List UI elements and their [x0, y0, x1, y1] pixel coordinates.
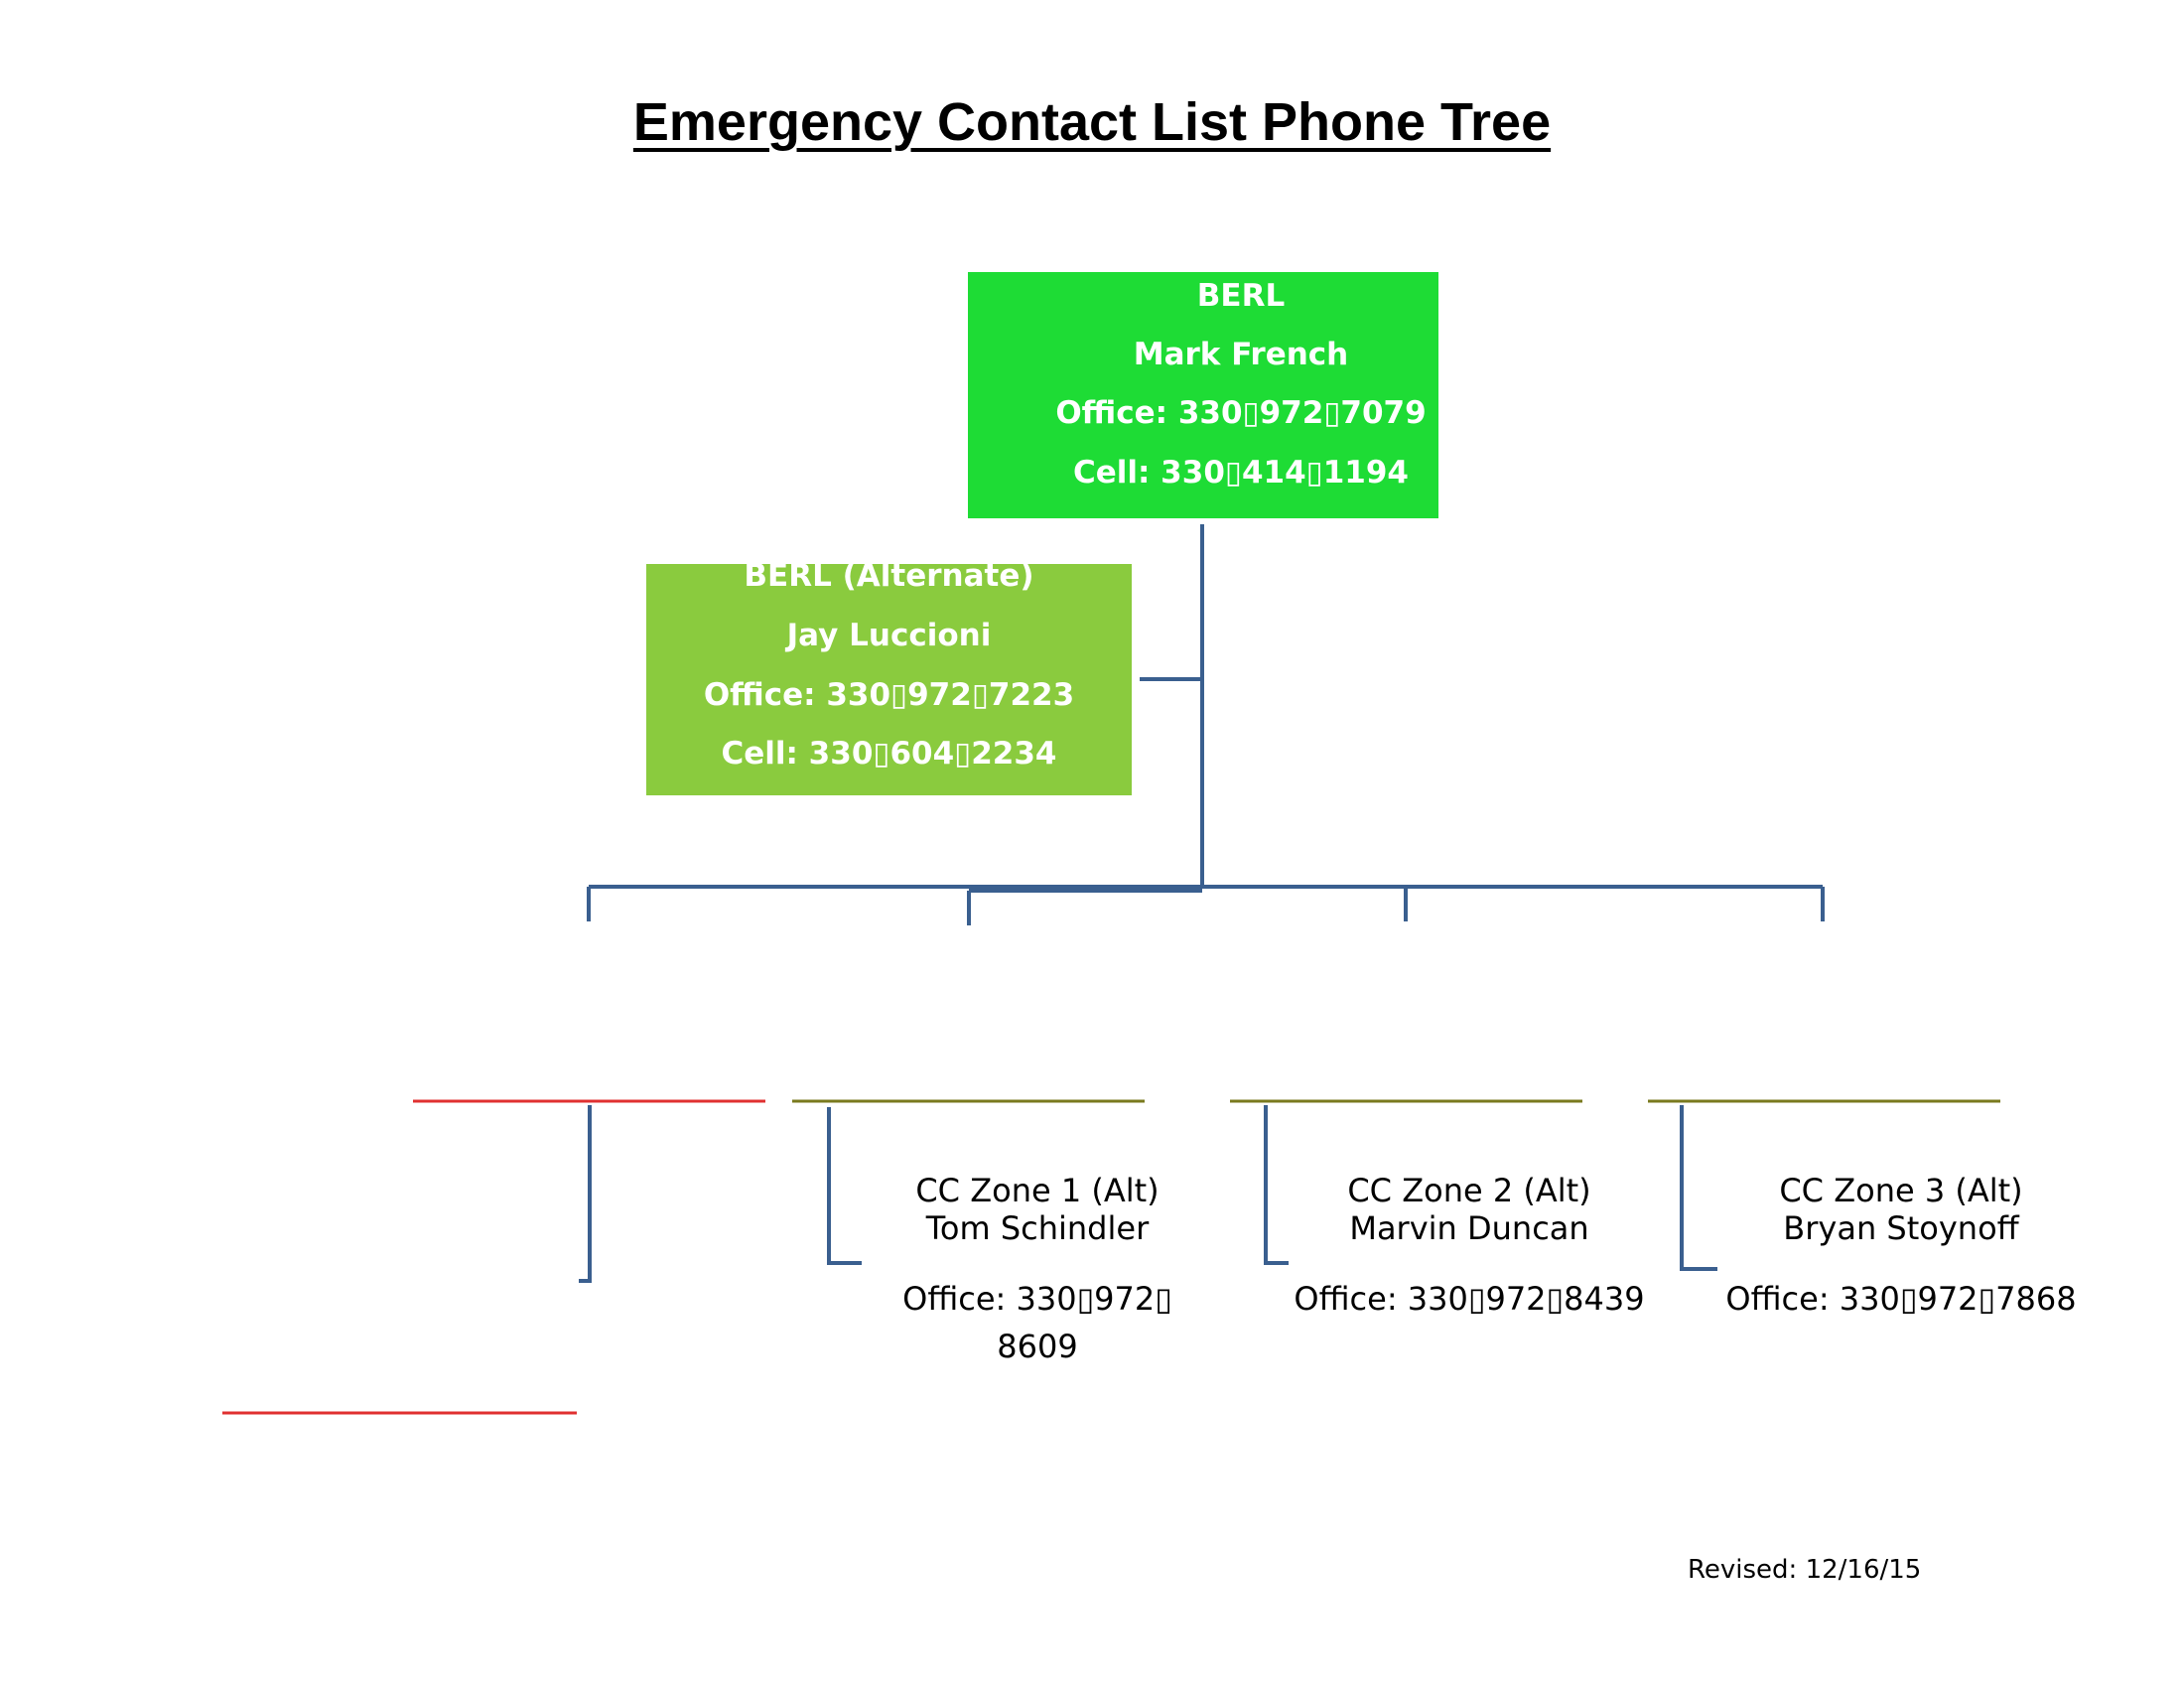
- zone-1-name: Tom Schindler: [925, 1209, 1150, 1247]
- zone-3-contact: CC Zone 3 (Alt) Bryan Stoynoff Office: 3…: [1698, 1172, 2105, 1331]
- zone-1-contact: CC Zone 1 (Alt) Tom Schindler Office: 33…: [859, 1172, 1216, 1370]
- alternate-org: BERL (Alternate): [744, 558, 1034, 594]
- zone-3-office-phone: Office: 330▯972▯7868: [1725, 1280, 2077, 1318]
- alternate-name: Jay Luccioni: [786, 618, 992, 653]
- zone-2-office-phone: Office: 330▯972▯8439: [1294, 1280, 1645, 1318]
- elbow-connector-zone3: [1680, 1105, 1717, 1271]
- alternate-contact-box: BERL (Alternate) Jay Luccioni Office: 33…: [646, 558, 1132, 795]
- alternate-office-phone: Office: 330▯972▯7223: [703, 677, 1075, 713]
- primary-name: Mark French: [1133, 337, 1349, 372]
- alternate-cell-phone: Cell: 330▯604▯2234: [721, 736, 1057, 772]
- primary-contact-box: BERL Mark French Office: 330▯972▯7079 Ce…: [968, 272, 1438, 518]
- primary-org: BERL: [1196, 278, 1286, 314]
- zone-2-title: CC Zone 2 (Alt): [1347, 1172, 1591, 1209]
- zone-2-contact: CC Zone 2 (Alt) Marvin Duncan Office: 33…: [1271, 1172, 1668, 1331]
- page-title: Emergency Contact List Phone Tree: [632, 92, 1552, 152]
- zone-1-office-phone: Office: 330▯972▯: [902, 1280, 1172, 1318]
- elbow-connector-left: [579, 1105, 592, 1283]
- zone-3-name: Bryan Stoynoff: [1783, 1209, 2019, 1247]
- revised-date: Revised: 12/16/15: [1688, 1555, 1922, 1585]
- zone-1-office-phone-cont: 8609: [997, 1328, 1078, 1365]
- zone-2-name: Marvin Duncan: [1349, 1209, 1589, 1247]
- zone-3-title: CC Zone 3 (Alt): [1779, 1172, 2023, 1209]
- zone-1-title: CC Zone 1 (Alt): [915, 1172, 1160, 1209]
- primary-office-phone: Office: 330▯972▯7079: [1055, 395, 1427, 431]
- elbow-connector-zone2: [1264, 1105, 1289, 1265]
- primary-cell-phone: Cell: 330▯414▯1194: [1072, 455, 1410, 491]
- elbow-connector-zone1: [827, 1107, 862, 1265]
